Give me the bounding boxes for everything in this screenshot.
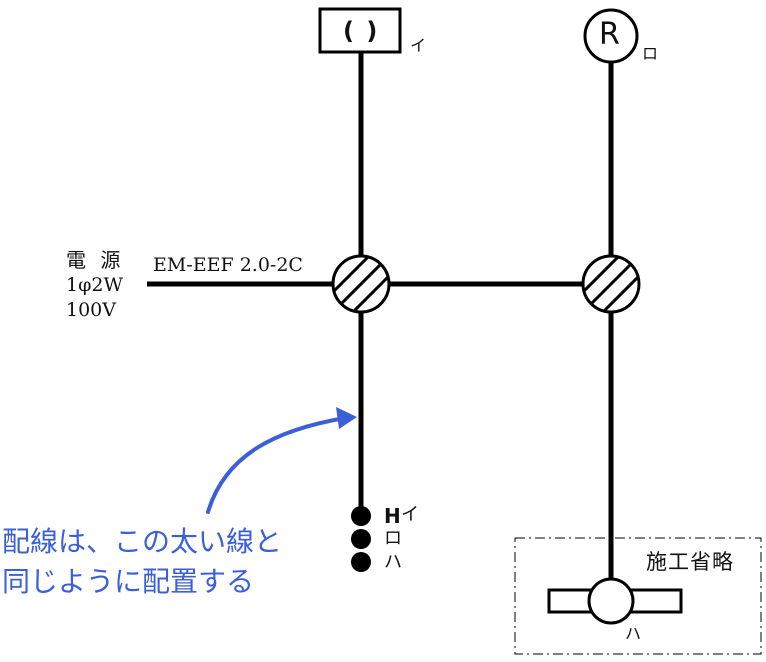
note-arrow-head [336,407,357,429]
switch-ha-dot [351,552,371,572]
fixture-i-label: イ [410,36,427,55]
fixture-ha-label: ハ [625,624,642,643]
fixture-i-box [318,7,402,54]
omitted-area-frame [514,537,762,655]
switch-ro-dot [351,529,371,549]
fixture-i-symbol: ( ) [343,17,380,45]
switch-h-label: H [384,504,401,528]
switch-label-i: イ [401,504,419,525]
switch-label-ro: ロ [384,528,402,549]
switch-i-dot [351,506,371,526]
cable-label: EM-EEF 2.0-2C [153,254,303,276]
fixture-ro-symbol: R [599,17,620,52]
note-line-2: 同じように配置する [2,565,255,598]
power-label-2: 1φ2W [66,274,124,296]
fixture-ro-circle [583,8,639,64]
note-line-1: 配線は、この太い線と [2,525,283,558]
power-label-1: 電 源 [66,248,125,272]
note-arrow-line [206,416,347,514]
fixture-ha-symbol [547,577,683,625]
switch-label-ha: ハ [384,552,402,573]
power-label-3: 100V [66,299,116,321]
fixture-ro-label: ロ [642,44,659,63]
omitted-area-label: 施工省略 [646,550,734,574]
